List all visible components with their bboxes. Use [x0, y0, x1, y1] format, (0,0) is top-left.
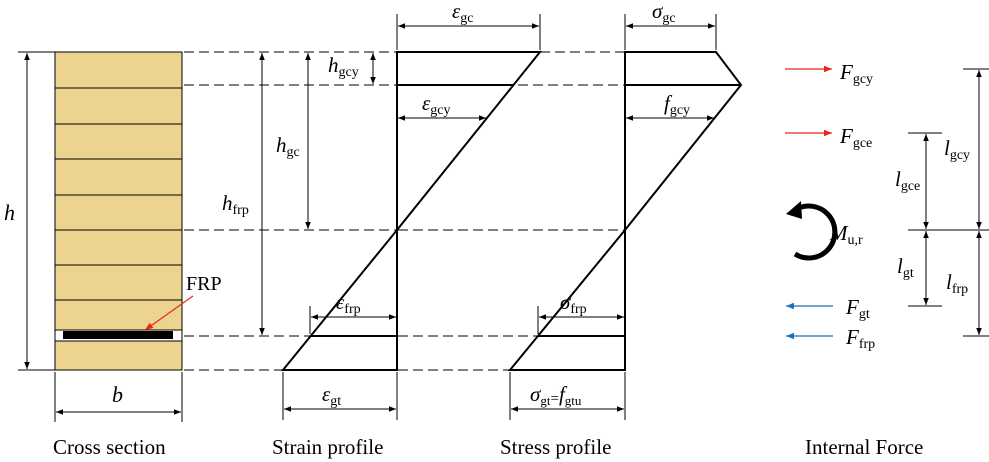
l-gce-label: lgce — [895, 167, 920, 194]
stress-profile — [507, 14, 743, 420]
sigma-frp-label: σfrp — [560, 290, 587, 317]
caption-stress-profile: Stress profile — [500, 435, 611, 459]
internal-forces — [785, 65, 838, 340]
sigma-gc-label: σgc — [652, 0, 676, 26]
caption-cross-section: Cross section — [53, 435, 166, 459]
eps-gcy-label: εgcy — [422, 91, 451, 118]
lever-arms — [908, 68, 989, 337]
moment-arc — [793, 203, 838, 261]
caption-strain-profile: Strain profile — [272, 435, 383, 459]
eps-frp-label: εfrp — [336, 290, 361, 317]
sigma-gt-label: σgt=fgtu — [530, 382, 582, 408]
h-label: h — [4, 200, 15, 225]
h-gcy-label: hgcy — [328, 53, 359, 80]
eps-gc-label: εgc — [452, 0, 474, 26]
wood-beam — [54, 51, 183, 371]
l-frp-label: lfrp — [946, 270, 968, 297]
m-ur-label: Mu,r — [829, 221, 863, 248]
strain-profile — [280, 14, 543, 420]
caption-internal-force: Internal Force — [805, 435, 923, 459]
frp-pointer-arrow — [144, 295, 194, 331]
f-gcy-label: fgcy — [664, 91, 690, 118]
frp-label: FRP — [186, 273, 222, 295]
f-gcy-label: Fgcy — [839, 60, 873, 87]
dashed-guides — [184, 51, 625, 371]
f-frp-label: Ffrp — [845, 325, 875, 352]
f-gce-label: Fgce — [839, 124, 872, 151]
f-gt-label: Fgt — [845, 295, 870, 322]
l-gt-label: lgt — [897, 254, 914, 281]
l-gcy-label: lgcy — [944, 136, 970, 163]
frp-strip — [63, 331, 173, 339]
h-frp-label: hfrp — [222, 191, 249, 218]
cross-section: h b FRP — [4, 51, 222, 422]
eps-gt-label: εgt — [322, 382, 341, 409]
h-gc-label: hgc — [276, 133, 300, 160]
strain-profile-shape — [280, 51, 543, 371]
moment-arrowhead — [786, 201, 802, 219]
b-label: b — [112, 382, 123, 407]
height-dimensions — [259, 53, 376, 335]
lamination-lines — [55, 87, 182, 339]
